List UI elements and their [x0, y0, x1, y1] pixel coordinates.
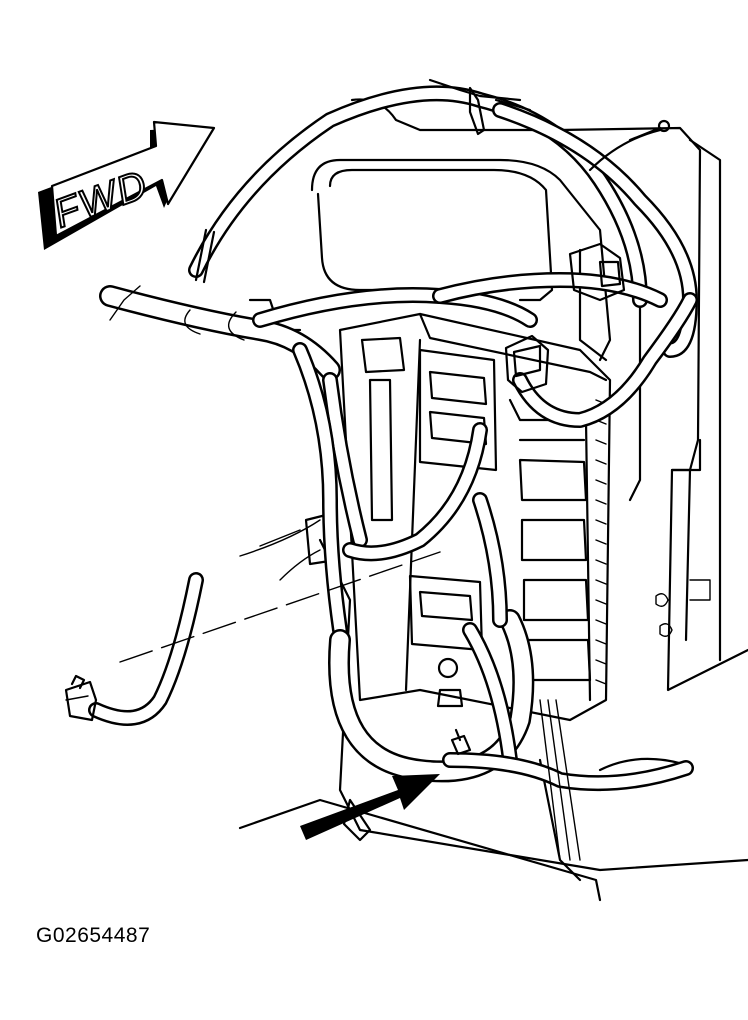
fwd-arrow-icon: FWD — [38, 120, 216, 250]
harness-connector-center — [504, 334, 550, 394]
callout-arrow-icon — [300, 774, 440, 840]
detail-connector-inset — [64, 572, 204, 726]
wiring-lower-branches — [239, 342, 694, 861]
harness-connector-right — [568, 242, 626, 302]
vehicle-body-panel — [248, 98, 748, 692]
module-fins — [595, 399, 607, 685]
wiring-harness — [99, 78, 698, 428]
module-connector-upper — [418, 348, 498, 472]
control-module — [304, 312, 612, 722]
ground-terminal — [450, 728, 472, 756]
figure-id-label: G02654487 — [36, 924, 151, 947]
leader-line — [119, 551, 441, 663]
ground-eyelet — [628, 119, 671, 142]
